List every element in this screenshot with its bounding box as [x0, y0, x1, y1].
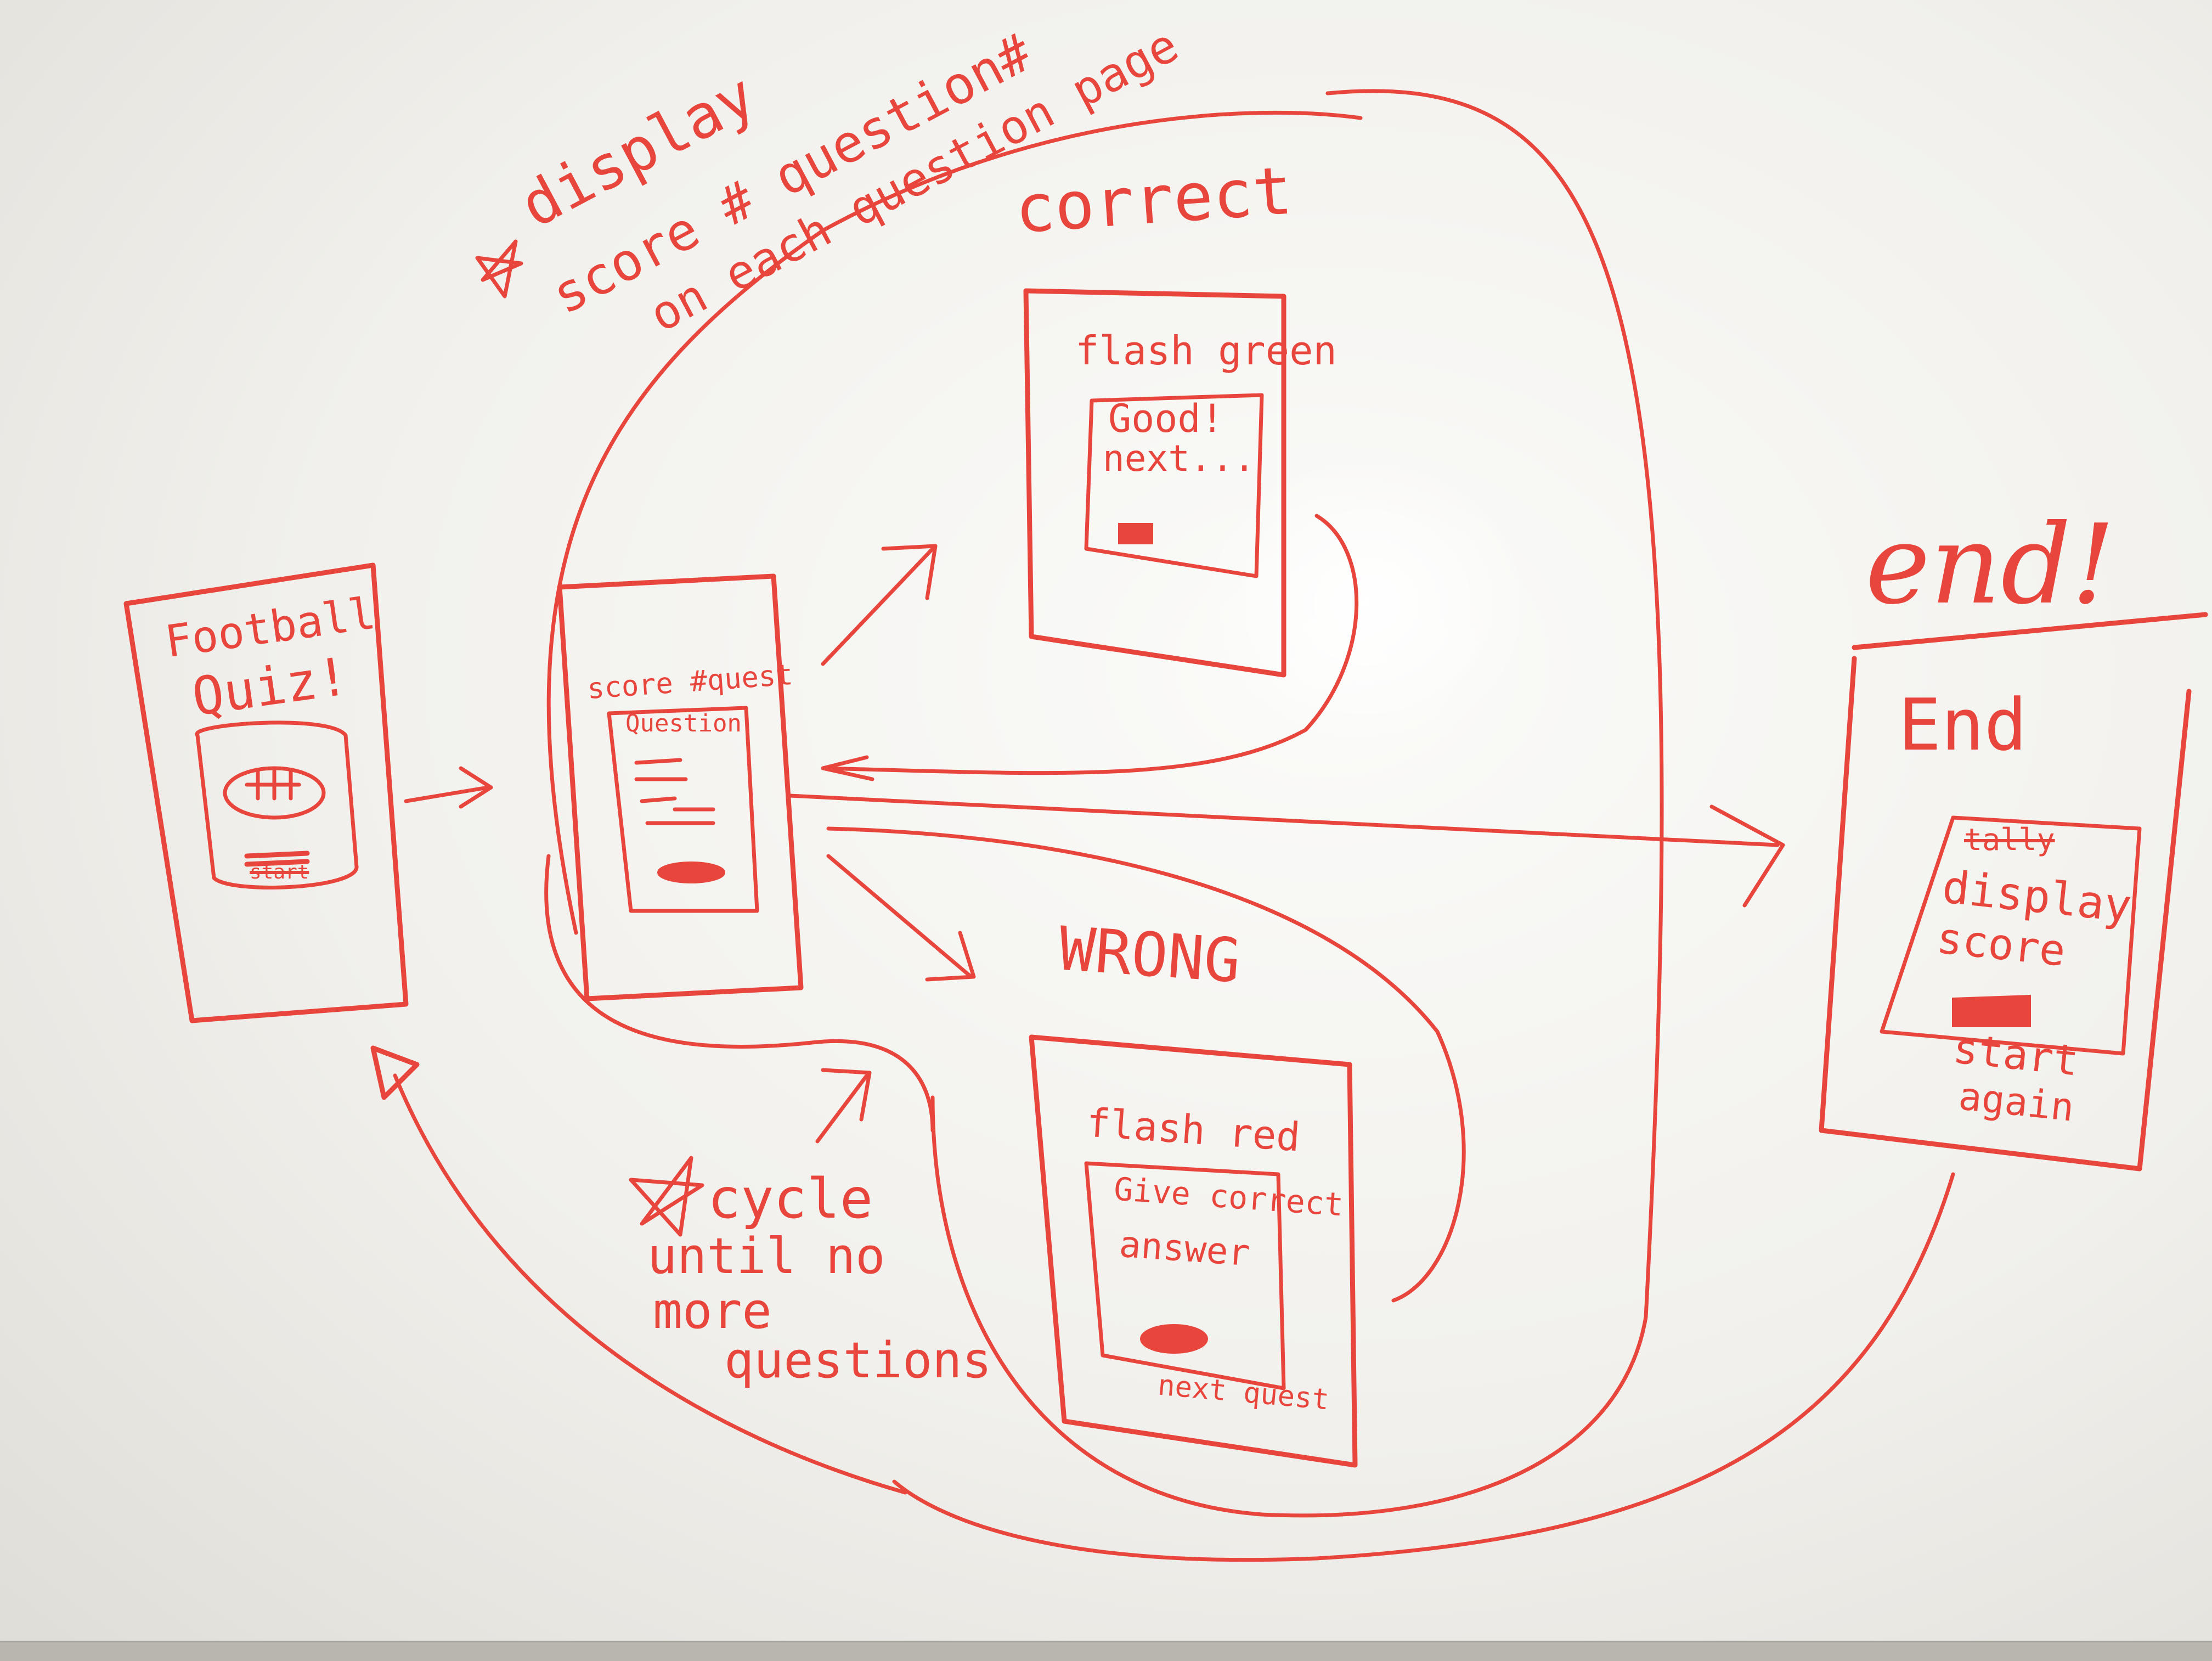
- wrong-message-2: answer: [1118, 1223, 1251, 1275]
- correct-phone: [1023, 288, 1286, 678]
- inner-loop-arc: [544, 854, 935, 1133]
- correct-message-1: Good!: [1108, 396, 1224, 441]
- question-inner-box: [607, 706, 759, 913]
- arrow-to-end: [788, 793, 1785, 908]
- outer-loop-right: [930, 89, 1664, 1518]
- cycle-note-1: cycle: [708, 1167, 873, 1231]
- wrong-heading: WRONG: [1056, 913, 1243, 996]
- question-phone: [557, 573, 804, 1001]
- arrow-to-start-head: [370, 1045, 420, 1100]
- wrong-inner-box: [1084, 1161, 1286, 1390]
- correct-flash: flash green: [1075, 328, 1337, 374]
- correct-inner-box: [1084, 393, 1264, 578]
- football-icon: [223, 766, 326, 820]
- end-struck-word: tally: [1964, 822, 2055, 857]
- bottom-return-loop: [892, 1172, 1955, 1562]
- end-button-scribble: [1952, 994, 2031, 1027]
- star-top: [475, 239, 523, 299]
- wrong-loop: [826, 826, 1466, 1303]
- end-heading: end!: [1865, 501, 2115, 629]
- start-button-scribble: [244, 851, 310, 867]
- start-phone: [123, 562, 409, 1023]
- start-inner-box: [195, 720, 359, 889]
- question-label: Question: [625, 710, 742, 737]
- wrong-button: [1140, 1324, 1208, 1354]
- arrow-from-correct: [821, 755, 874, 781]
- end-phone: [1819, 612, 2208, 1172]
- arrow-to-correct: [821, 544, 938, 666]
- correct-loop: [821, 514, 1359, 775]
- arrow-to-wrong: [826, 854, 976, 982]
- cycle-note-4: questions: [724, 1332, 992, 1389]
- marker-tray: [0, 1641, 2212, 1661]
- football-laces: [245, 769, 301, 801]
- question-button: [657, 862, 725, 883]
- arrow-start-to-question: [404, 766, 493, 809]
- cycle-note-2: until no: [647, 1228, 885, 1285]
- return-to-start-line: [393, 1073, 907, 1495]
- star-cycle: [629, 1156, 704, 1237]
- outer-loop-top: [546, 110, 1363, 935]
- correct-button: [1118, 523, 1153, 544]
- end-title: End: [1898, 683, 2027, 767]
- light-glare: [1196, 450, 1536, 757]
- end-inner-box: [1880, 815, 2142, 1056]
- answer-lines: [634, 758, 715, 825]
- arrow-cycle: [815, 1068, 872, 1144]
- wrong-phone: [1029, 1034, 1358, 1468]
- start-button-label: start: [250, 861, 309, 883]
- correct-message-2: next...: [1103, 437, 1256, 480]
- cycle-note-3: more: [653, 1282, 772, 1340]
